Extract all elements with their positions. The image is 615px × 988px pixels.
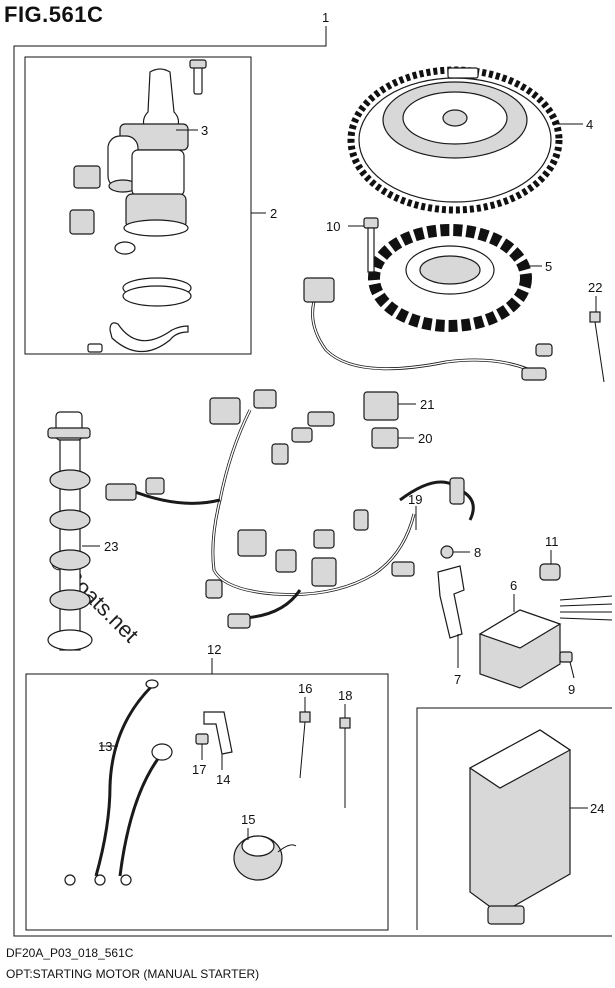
clip-11-drawing xyxy=(539,563,561,581)
stator-lead-inner xyxy=(311,289,547,379)
battery-cable-drawing xyxy=(64,679,173,886)
group-2-box xyxy=(24,56,252,355)
bolt-9-drawing xyxy=(559,651,573,663)
bracket-14-drawing xyxy=(203,711,233,755)
callout-24: 24 xyxy=(590,801,604,816)
clamp-16-drawing xyxy=(299,711,311,779)
camshaft-drawing xyxy=(47,411,93,651)
figure-description: OPT:STARTING MOTOR (MANUAL STARTER) xyxy=(6,967,260,981)
callout-20: 20 xyxy=(418,431,432,446)
callout-3: 3 xyxy=(201,123,208,138)
callout-2: 2 xyxy=(270,206,277,221)
callout-12: 12 xyxy=(207,642,221,657)
wire-harness-drawing xyxy=(105,389,475,629)
callout-11: 11 xyxy=(545,534,559,549)
bolt-drawing xyxy=(363,217,379,273)
callout-22: 22 xyxy=(588,280,602,295)
callout-5: 5 xyxy=(545,259,552,274)
fuse-holder-drawing xyxy=(233,835,297,881)
tie-strap-drawing xyxy=(589,311,605,383)
figure-code: DF20A_P03_018_561C xyxy=(6,946,134,960)
callout-18: 18 xyxy=(338,688,352,703)
callout-23: 23 xyxy=(104,539,118,554)
relay-21-drawing xyxy=(363,391,399,421)
callout-6: 6 xyxy=(510,578,517,593)
starter-motor-drawing xyxy=(69,59,207,353)
callout-9-leader xyxy=(569,661,575,679)
callout-16: 16 xyxy=(298,681,312,696)
callout-13: 13 xyxy=(98,739,112,754)
callout-10: 10 xyxy=(326,219,340,234)
callout-9: 9 xyxy=(568,682,575,697)
callout-21: 21 xyxy=(420,397,434,412)
ecm-drawing xyxy=(468,729,572,925)
regulator-drawing xyxy=(478,595,613,689)
screw-17-drawing xyxy=(195,733,209,745)
group-12-box xyxy=(25,673,389,931)
callout-8: 8 xyxy=(474,545,481,560)
tie-18-drawing xyxy=(339,717,351,808)
stator-connector xyxy=(303,277,335,303)
flywheel-drawing xyxy=(347,66,563,214)
callout-14: 14 xyxy=(216,772,230,787)
callout-17: 17 xyxy=(192,762,206,777)
stator-drawing xyxy=(368,224,532,332)
bracket-7-drawing xyxy=(437,565,465,639)
screw-8-drawing xyxy=(440,545,454,559)
callout-4: 4 xyxy=(586,117,593,132)
callout-19: 19 xyxy=(408,492,422,507)
stator-terminal xyxy=(521,367,547,381)
callout-15: 15 xyxy=(241,812,255,827)
stator-terminal-2 xyxy=(535,343,553,357)
callout-1: 1 xyxy=(322,10,329,25)
group-24-box xyxy=(416,707,612,930)
figure-title: FIG.561C xyxy=(4,2,104,27)
callout-7: 7 xyxy=(454,672,461,687)
relay-20-drawing xyxy=(371,427,399,449)
